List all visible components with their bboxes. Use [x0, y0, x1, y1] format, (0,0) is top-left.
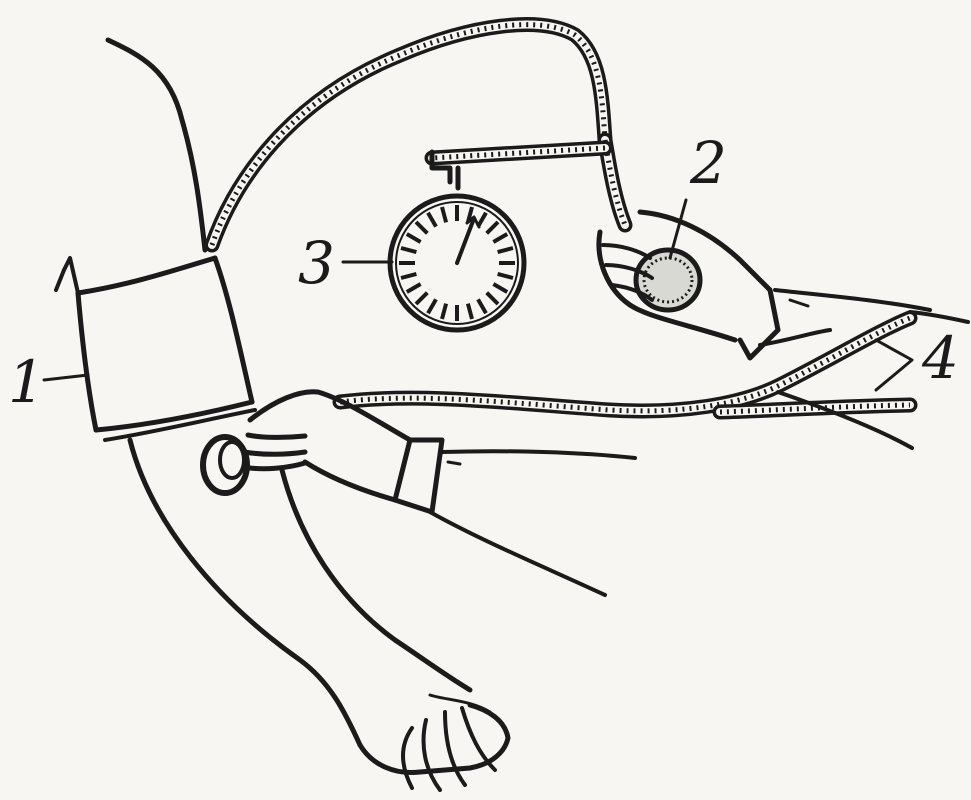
- label-manometer: 3: [298, 229, 335, 297]
- dial-tick: [428, 299, 436, 313]
- dial-tick: [487, 293, 498, 304]
- label-cuff: 1: [8, 348, 45, 416]
- dial-tick: [498, 274, 513, 278]
- blood-pressure-cuff: [56, 258, 255, 440]
- inflation-bulb: [636, 250, 700, 310]
- label-stethoscope: 4: [921, 324, 959, 392]
- dial-tick: [401, 274, 416, 278]
- manometer-needle: [457, 221, 473, 263]
- dial-tick: [428, 213, 436, 227]
- patient-hand: [360, 695, 508, 790]
- stethoscope: [203, 312, 968, 493]
- operator-hand-chestpiece: [244, 392, 635, 595]
- label-bulb: 2: [689, 129, 727, 197]
- stethoscope-chestpiece: [203, 437, 247, 493]
- dial-tick: [493, 284, 507, 292]
- dial-tick: [468, 304, 472, 319]
- dial-tick: [487, 222, 498, 233]
- rubber-tubing: [212, 25, 625, 245]
- dial-tick: [401, 248, 416, 252]
- dial-tick: [498, 248, 513, 252]
- dial-tick: [407, 234, 421, 242]
- manometer-dial: [390, 196, 524, 330]
- dial-tick: [442, 207, 446, 222]
- dial-tick: [416, 293, 427, 304]
- dial-tick: [493, 234, 507, 242]
- dial-tick: [442, 304, 446, 319]
- dial-tick: [407, 284, 421, 292]
- dial-tick: [478, 299, 486, 313]
- leader-line-1: [44, 375, 88, 380]
- dial-tick: [416, 222, 427, 233]
- leader-line-4: [876, 340, 912, 390]
